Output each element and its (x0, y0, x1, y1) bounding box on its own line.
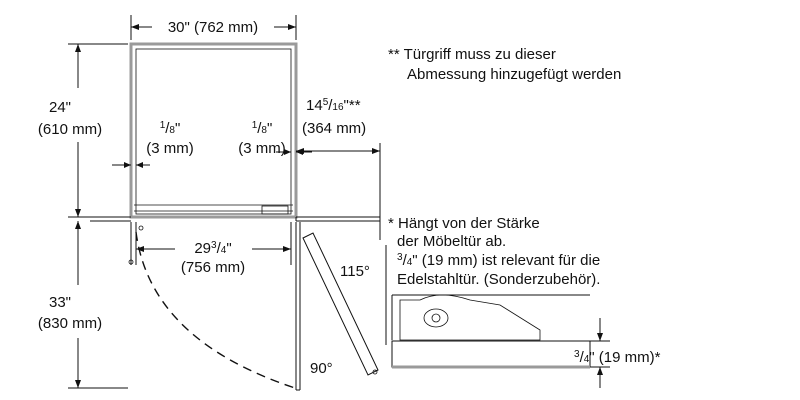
depth-mm-label: (610 mm) (38, 121, 102, 138)
top-width-dimension (130, 15, 297, 40)
appliance-body (129, 42, 298, 219)
note-door-3: 3/4" (19 mm) ist relevant für die (397, 252, 600, 269)
inner-width-in: 293/4" (194, 240, 231, 257)
width-top-label: 30" (762 mm) (168, 19, 258, 36)
inner-width-dimension (135, 222, 292, 265)
left-depth-dimension (68, 43, 128, 218)
inner-width-mm: (756 mm) (181, 259, 245, 276)
cabinet-front-line (90, 216, 380, 222)
note-handle-1: ** Türgriff muss zu dieser (388, 46, 556, 63)
door-thickness-label: 3/4" (19 mm)* (574, 349, 661, 366)
note-door-4: Edelstahltür. (Sonderzubehör). (397, 271, 600, 288)
handle-dim-in: 145/16"** (306, 97, 361, 114)
handle-dim-mm: (364 mm) (302, 120, 366, 137)
depth-in-label: 24" (49, 99, 71, 116)
angle-115: 115° (340, 263, 370, 280)
door-swing-arc (128, 222, 296, 389)
note-handle-2: Abmessung hinzugefügt werden (407, 66, 621, 83)
gap-left-frac: 1/8" (160, 120, 181, 137)
open-door (295, 222, 379, 391)
handle-dimension (296, 143, 381, 240)
swing-in-label: 33" (49, 294, 71, 311)
gap-right-mm: (3 mm) (238, 140, 286, 157)
gap-left-dimension (112, 162, 150, 168)
note-door-1: * Hängt von der Stärke (388, 215, 540, 232)
swing-mm-label: (830 mm) (38, 315, 102, 332)
door-thickness-dimension (590, 318, 610, 388)
gap-left-mm: (3 mm) (146, 140, 194, 157)
note-door-2: der Möbeltür ab. (397, 233, 506, 250)
hinge-detail (385, 245, 591, 369)
angle-90: 90° (310, 360, 333, 377)
gap-right-frac: 1/8" (252, 120, 273, 137)
swing-depth-dimension (68, 221, 128, 389)
